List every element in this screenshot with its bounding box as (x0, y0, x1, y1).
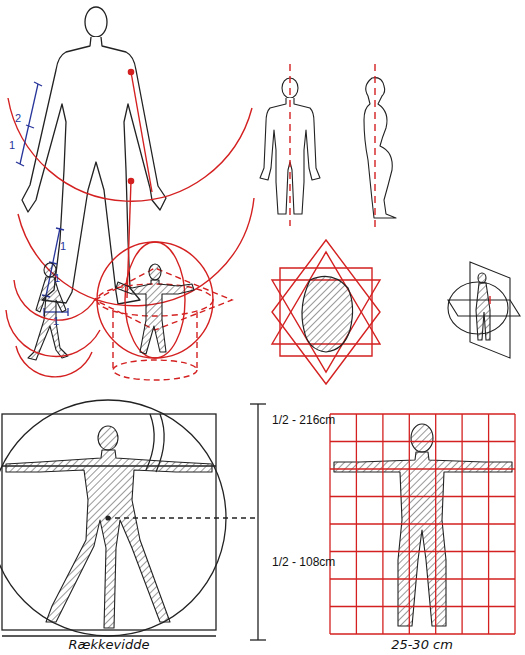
grid-caption: 25-30 cm (391, 638, 453, 652)
measure-brackets (16, 82, 68, 316)
reach-figure (22, 7, 166, 304)
measure-grid-stroke-stroke (330, 606, 515, 607)
reach-arcs-stroke (128, 69, 133, 74)
measure-brackets-stroke (20, 84, 38, 164)
ratio-number: 1 (9, 139, 15, 151)
measure-grid-stroke-stroke (330, 578, 515, 579)
plane-figure-stroke (476, 273, 490, 340)
sphere-figure-stroke-stroke (112, 312, 113, 370)
head-planes-stroke-stroke (280, 268, 372, 356)
sphere-figure-stroke (116, 264, 194, 354)
head-planes-stroke-stroke (272, 240, 380, 384)
head-planes-stroke-stroke (302, 276, 353, 352)
reach-arcs-stroke (128, 178, 133, 183)
reach-arcs-stroke (131, 72, 152, 192)
measure-grid-stroke-stroke (330, 633, 515, 634)
measure-grid-stroke (330, 414, 515, 634)
walking-figure-stroke (28, 263, 68, 360)
vitruvian-figure-stroke-stroke (257, 404, 258, 640)
vitruvian-figure-stroke-stroke (6, 450, 212, 628)
sphere-figure-stroke (95, 242, 232, 380)
vitruvian-figure-stroke-stroke (98, 426, 118, 450)
sphere-figure-stroke-stroke (97, 242, 213, 358)
ratio-number: 2 (15, 112, 21, 124)
ratio-number: 1 (60, 240, 66, 252)
vitruvian-figure (0, 400, 266, 640)
vitruvian-figure-stroke-stroke (250, 639, 266, 640)
measure-brackets-stroke (56, 228, 64, 230)
measure-grid-stroke-stroke (330, 496, 515, 497)
side-figure (364, 78, 396, 218)
measure-grid-stroke-stroke (330, 551, 515, 552)
center-axis-stroke (289, 64, 290, 226)
sphere-figure-stroke-stroke (116, 280, 194, 354)
center-axis-stroke (374, 64, 375, 230)
head-planes-stroke (272, 240, 380, 384)
vitruvian-figure-stroke (6, 426, 212, 628)
sphere-figure (95, 242, 232, 380)
sphere-figure-stroke-stroke (113, 360, 197, 380)
vitruvian-figure-stroke-stroke (0, 400, 226, 636)
navel-dot (105, 515, 110, 520)
side-figure-stroke (364, 78, 396, 218)
plane-figure-stroke-stroke (478, 273, 486, 283)
reach-figure-stroke (85, 7, 107, 37)
reach-arcs (8, 69, 254, 305)
vitruvian-figure-stroke (0, 400, 266, 640)
measure-grid-stroke-stroke (411, 424, 433, 452)
measure-grid-stroke-stroke (330, 413, 515, 414)
vitruvian-figure-stroke-stroke (2, 414, 216, 630)
measure-brackets-stroke (16, 162, 24, 166)
plane-tick (489, 296, 490, 304)
reach-caption: Rækkevidde (69, 638, 150, 652)
ratio-number: 1 (53, 315, 59, 327)
height-dimension: 1/2 - 216cm (272, 414, 335, 427)
ratio-number: 1 (54, 272, 60, 284)
center-axis (290, 64, 375, 230)
reach-arcs-stroke (8, 98, 252, 201)
measure-grid (330, 414, 515, 634)
head-planes-stroke (302, 276, 353, 352)
vitruvian-figure-stroke-stroke (250, 403, 266, 404)
height-dimension: 1/2 - 108cm (272, 556, 335, 569)
measure-brackets-stroke (34, 82, 42, 86)
walking-figure-stroke-stroke (16, 346, 92, 377)
sphere-figure-stroke-stroke (149, 264, 161, 280)
measure-brackets-stroke (67, 308, 68, 316)
measure-grid-stroke-stroke (330, 441, 515, 442)
plane-figure (448, 262, 520, 358)
plane-figure-stroke-stroke (476, 283, 490, 340)
walking-figure-stroke (6, 280, 100, 377)
measure-grid-stroke-stroke (330, 523, 515, 524)
vitruvian-figure-stroke-stroke (2, 635, 216, 636)
plane-figure-stroke (448, 262, 520, 358)
walking-figure-stroke-stroke (14, 280, 96, 320)
sphere-figure-stroke-stroke (95, 268, 232, 330)
plane-figure-stroke-stroke (470, 262, 510, 358)
measure-brackets-stroke (26, 125, 34, 128)
walking-figure-stroke-stroke (6, 310, 100, 356)
sphere-figure-stroke-stroke (196, 312, 197, 370)
measure-grid-stroke-stroke (330, 468, 515, 469)
measure-grid-stroke (334, 424, 512, 626)
head-planes (272, 240, 380, 384)
front-figure (260, 78, 320, 214)
walking-figure (6, 263, 100, 377)
measure-grid-stroke-stroke (334, 452, 512, 626)
